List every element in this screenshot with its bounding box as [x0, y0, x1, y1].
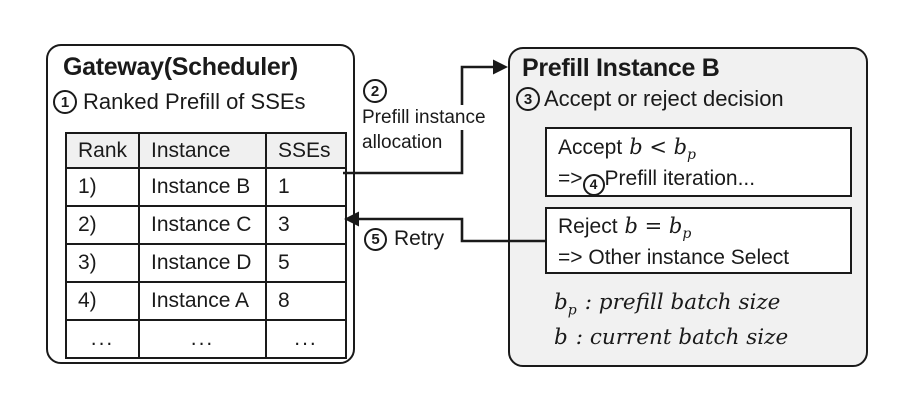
- instance-cell: ...: [138, 319, 267, 359]
- column-header-sses: SSEs: [265, 132, 347, 169]
- allocation-arrowhead-icon: [493, 59, 508, 75]
- sses-cell: ...: [265, 319, 347, 359]
- sses-cell: 3: [265, 205, 347, 245]
- retry-label-text: Retry: [394, 227, 445, 250]
- step1-line: 1 Ranked Prefill of SSEs: [53, 89, 306, 115]
- step3-number: 3: [523, 90, 533, 108]
- allocation-label-line2: allocation: [361, 130, 446, 155]
- rank-cell: 4): [65, 281, 140, 321]
- reject-condition-subscript: p: [682, 226, 692, 243]
- accept-action: => 4 Prefill iteration...: [558, 163, 850, 196]
- accept-keyword: Accept: [558, 136, 623, 159]
- step3-label: Accept or reject decision: [544, 86, 784, 111]
- prefill-instance-panel: Prefill Instance B 3 Accept or reject de…: [508, 47, 868, 367]
- sse-table: Rank Instance SSEs 1) Instance B 1 2) In…: [65, 132, 347, 359]
- accept-condition-math: b < b: [629, 135, 688, 159]
- sses-cell: 8: [265, 281, 347, 321]
- prefill-title: Prefill Instance B: [522, 54, 720, 82]
- gateway-title: Gateway(Scheduler): [63, 53, 298, 81]
- gateway-panel: Gateway(Scheduler) 1 Ranked Prefill of S…: [46, 44, 355, 364]
- reject-keyword: Reject: [558, 215, 618, 238]
- instance-cell: Instance A: [138, 281, 267, 321]
- allocation-label-line1: Prefill instance: [361, 105, 489, 130]
- step2-number-badge: 2: [363, 79, 387, 103]
- column-header-instance: Instance: [138, 132, 267, 169]
- accept-condition-subscript: p: [687, 147, 697, 164]
- legend-item-bp: bp : prefill batch size: [554, 285, 788, 320]
- accept-action-arrow: =>: [558, 167, 583, 190]
- instance-cell: Instance D: [138, 243, 267, 283]
- table-header-row: Rank Instance SSEs: [65, 132, 347, 169]
- table-row: 3) Instance D 5: [65, 243, 347, 283]
- reject-decision-box: Reject b = bp => Other instance Select: [545, 207, 852, 274]
- table-row-ellipsis: ... ... ...: [65, 319, 347, 359]
- rank-cell: 1): [65, 167, 140, 207]
- table-row: 1) Instance B 1: [65, 167, 347, 207]
- legend-item-b: b : current batch size: [554, 320, 788, 355]
- step5-number: 5: [371, 230, 380, 248]
- step2-number: 2: [370, 82, 380, 100]
- step5-number-badge: 5: [364, 227, 387, 251]
- sses-cell: 5: [265, 243, 347, 283]
- accept-decision-box: Accept b < bp => 4 Prefill iteration...: [545, 127, 852, 197]
- rank-cell: 3): [65, 243, 140, 283]
- legend-b-description: : current batch size: [575, 325, 789, 350]
- step1-label: Ranked Prefill of SSEs: [83, 89, 306, 114]
- step4-number: 4: [589, 176, 598, 192]
- reject-condition-math: b = b: [624, 214, 683, 238]
- step3-number-badge: 3: [516, 87, 540, 111]
- sses-cell: 1: [265, 167, 347, 207]
- step1-number-badge: 1: [53, 90, 77, 114]
- legend-bp-description: : prefill batch size: [584, 290, 781, 315]
- accept-action-text: Prefill iteration...: [604, 167, 756, 190]
- rank-cell: ...: [65, 319, 140, 359]
- instance-cell: Instance B: [138, 167, 267, 207]
- table-row: 4) Instance A 8: [65, 281, 347, 321]
- instance-cell: Instance C: [138, 205, 267, 245]
- notation-legend: bp : prefill batch size b : current batch …: [554, 285, 788, 355]
- legend-bp-subscript: p: [567, 302, 577, 319]
- step4-number-badge: 4: [582, 173, 605, 196]
- legend-bp-symbol: b: [554, 290, 568, 315]
- reject-condition: Reject b = bp: [558, 211, 850, 242]
- step3-line: 3 Accept or reject decision: [516, 86, 784, 112]
- retry-label: 5 Retry: [364, 227, 444, 251]
- table-row: 2) Instance C 3: [65, 205, 347, 245]
- step1-number: 1: [60, 93, 70, 111]
- accept-condition: Accept b < bp: [558, 132, 850, 163]
- column-header-rank: Rank: [65, 132, 140, 169]
- reject-action: => Other instance Select: [558, 246, 790, 269]
- allocation-label: 2 Prefill instance allocation: [361, 79, 489, 155]
- rank-cell: 2): [65, 205, 140, 245]
- legend-b-symbol: b: [554, 325, 568, 350]
